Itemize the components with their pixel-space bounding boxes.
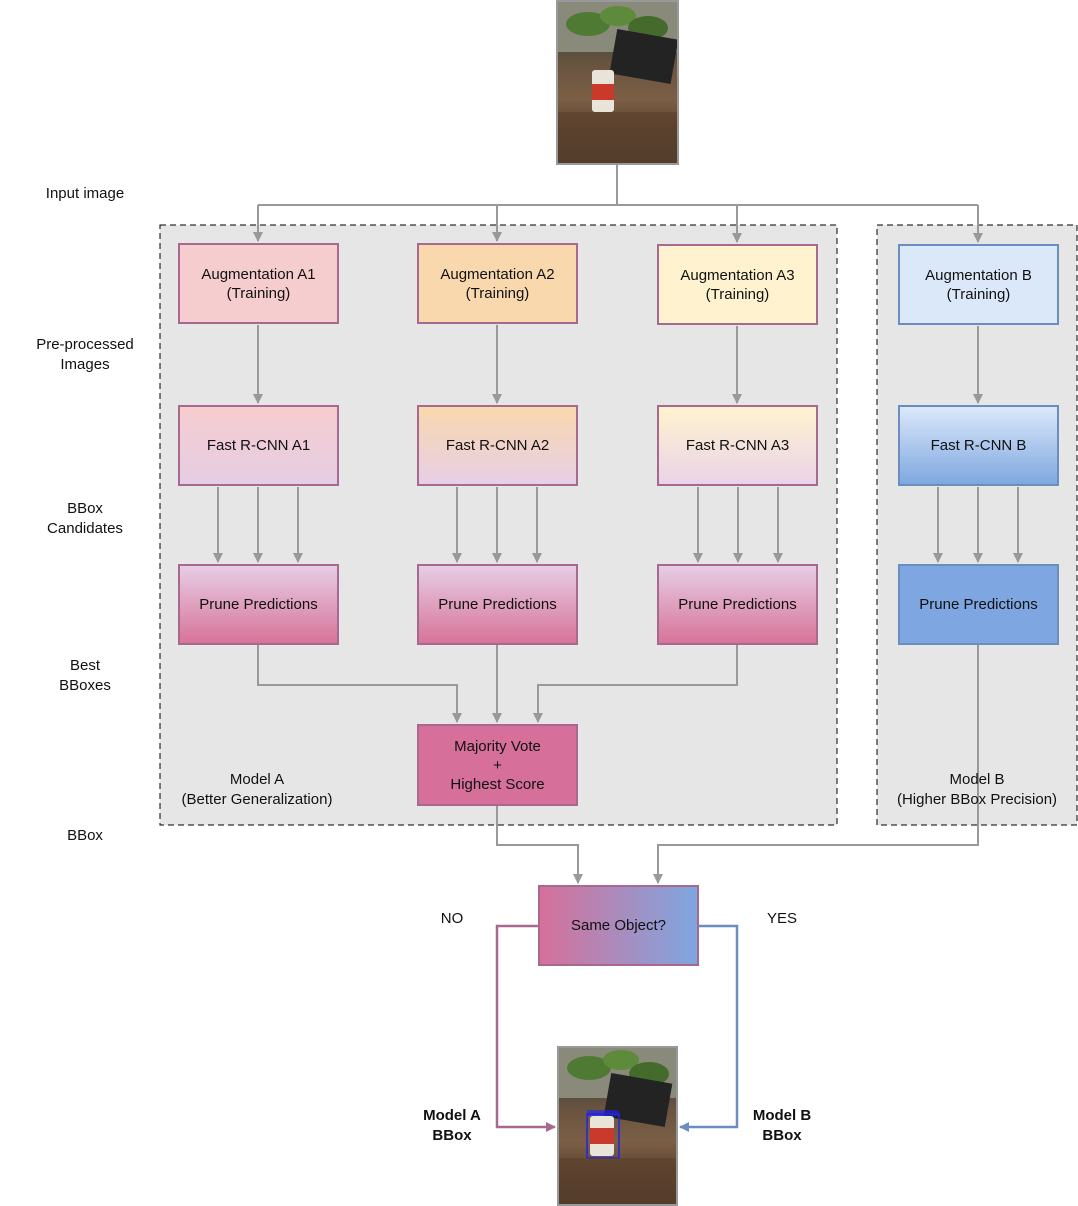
edge-majority-decision bbox=[496, 806, 583, 884]
model-b-title: Model B (Higher BBox Precision) bbox=[896, 771, 1058, 808]
augmentation-a1: Augmentation A1 (Training) bbox=[178, 243, 339, 324]
model-a-title: Model A (Better Generalization) bbox=[181, 771, 333, 808]
fast-rcnn-a1: Fast R-CNN A1 bbox=[178, 405, 339, 486]
fast-rcnn-b: Fast R-CNN B bbox=[898, 405, 1059, 486]
output-photo bbox=[557, 1046, 678, 1206]
label-best-bboxes: Best BBoxes bbox=[59, 657, 111, 694]
label-input-image: Input image bbox=[45, 185, 125, 202]
label-bbox-candidates: BBox Candidates bbox=[47, 500, 123, 537]
edge-input-split bbox=[258, 165, 978, 206]
prune-predictions-a1: Prune Predictions bbox=[178, 564, 339, 645]
same-object-decision: Same Object? bbox=[538, 885, 699, 966]
prune-predictions-a2: Prune Predictions bbox=[417, 564, 578, 645]
input-photo bbox=[556, 0, 679, 165]
edge-no-model-a-bbox bbox=[495, 924, 556, 1132]
edge-prune-a1-majority bbox=[257, 645, 462, 723]
edge-yes-model-b-bbox bbox=[679, 924, 739, 1132]
bbox-result-icon bbox=[559, 1048, 676, 1204]
augmentation-a2: Augmentation A2 (Training) bbox=[417, 243, 578, 324]
prune-predictions-a3: Prune Predictions bbox=[657, 564, 818, 645]
augmentation-a3: Augmentation A3 (Training) bbox=[657, 244, 818, 325]
plant-photo-icon bbox=[558, 2, 677, 163]
label-preprocessed: Pre-processed Images bbox=[36, 336, 134, 373]
fast-rcnn-a2: Fast R-CNN A2 bbox=[417, 405, 578, 486]
label-model-b-bbox: Model B BBox bbox=[752, 1107, 812, 1144]
label-bbox: BBox bbox=[67, 827, 103, 844]
fast-rcnn-a3: Fast R-CNN A3 bbox=[657, 405, 818, 486]
edge-prune-a3-majority bbox=[533, 645, 738, 723]
prune-predictions-b: Prune Predictions bbox=[898, 564, 1059, 645]
majority-vote: Majority Vote + Highest Score bbox=[417, 724, 578, 806]
label-model-a-bbox: Model A BBox bbox=[423, 1107, 481, 1144]
edge-prune-b-decision bbox=[653, 645, 979, 884]
label-yes: YES bbox=[766, 910, 797, 927]
augmentation-b: Augmentation B (Training) bbox=[898, 244, 1059, 325]
label-no: NO bbox=[440, 910, 464, 927]
